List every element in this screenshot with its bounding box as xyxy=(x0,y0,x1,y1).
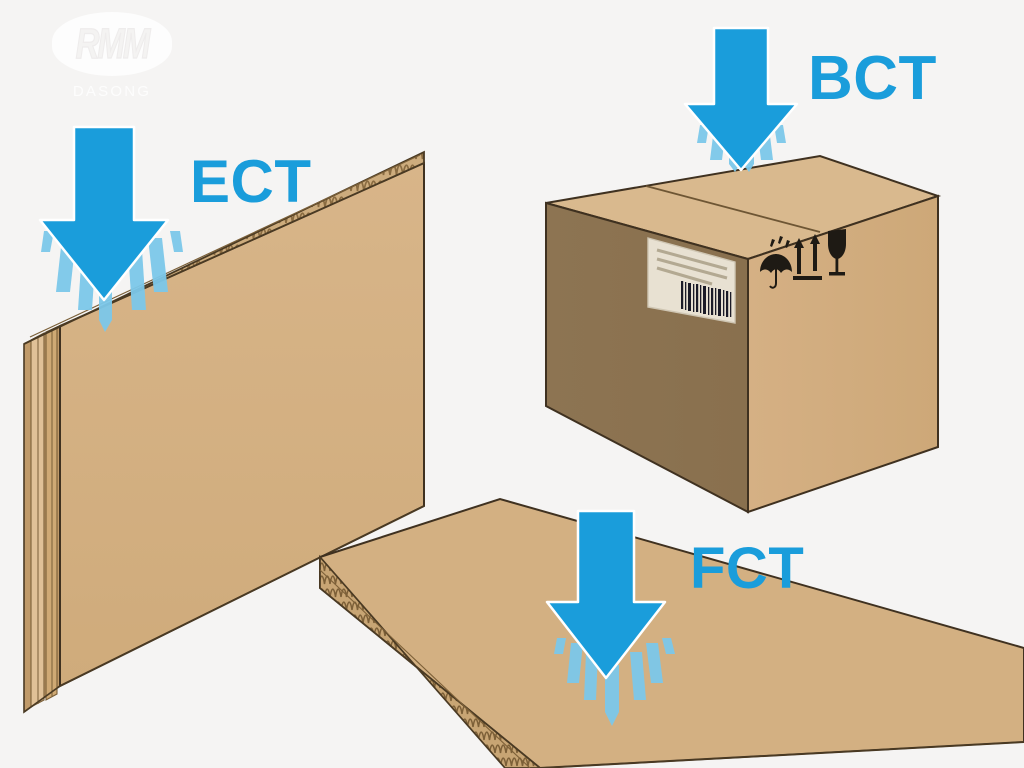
keep-dry-umbrella-icon xyxy=(760,236,792,289)
brand-mark-text: RMM xyxy=(75,19,151,68)
carton-barcode-icon xyxy=(681,281,732,317)
ect-panel-flute-edge xyxy=(23,150,425,345)
ect-specimen-group xyxy=(23,150,425,714)
bct-carton-group xyxy=(545,154,942,514)
brand-watermark: RMM DASONG xyxy=(52,12,184,112)
carton-shipping-label xyxy=(647,237,736,324)
label-bct: BCT xyxy=(808,44,937,113)
carton-top-seam xyxy=(645,185,821,233)
this-side-up-arrows-icon xyxy=(793,234,822,280)
ect-arrow-icon xyxy=(38,125,170,302)
carton-side-face xyxy=(747,194,939,514)
fct-panel-face xyxy=(319,497,1024,768)
ect-panel-thickness-edge xyxy=(23,324,61,714)
fct-specimen-group xyxy=(319,497,1024,768)
label-ect: ECT xyxy=(190,148,312,215)
fct-impact-shards-icon xyxy=(554,638,675,726)
fct-panel-front-edge xyxy=(539,741,1024,768)
fragile-glass-icon xyxy=(828,229,846,276)
bct-arrow-icon xyxy=(683,26,799,172)
fct-arrow-icon xyxy=(545,509,667,680)
ect-panel-bottom-edge xyxy=(23,505,425,713)
label-fct: FCT xyxy=(690,536,805,601)
brand-name-text: DASONG xyxy=(72,83,152,100)
fct-panel-flute-edge xyxy=(319,554,542,768)
carton-handling-symbols xyxy=(760,229,846,289)
brand-mark-shape: RMM xyxy=(52,12,172,76)
